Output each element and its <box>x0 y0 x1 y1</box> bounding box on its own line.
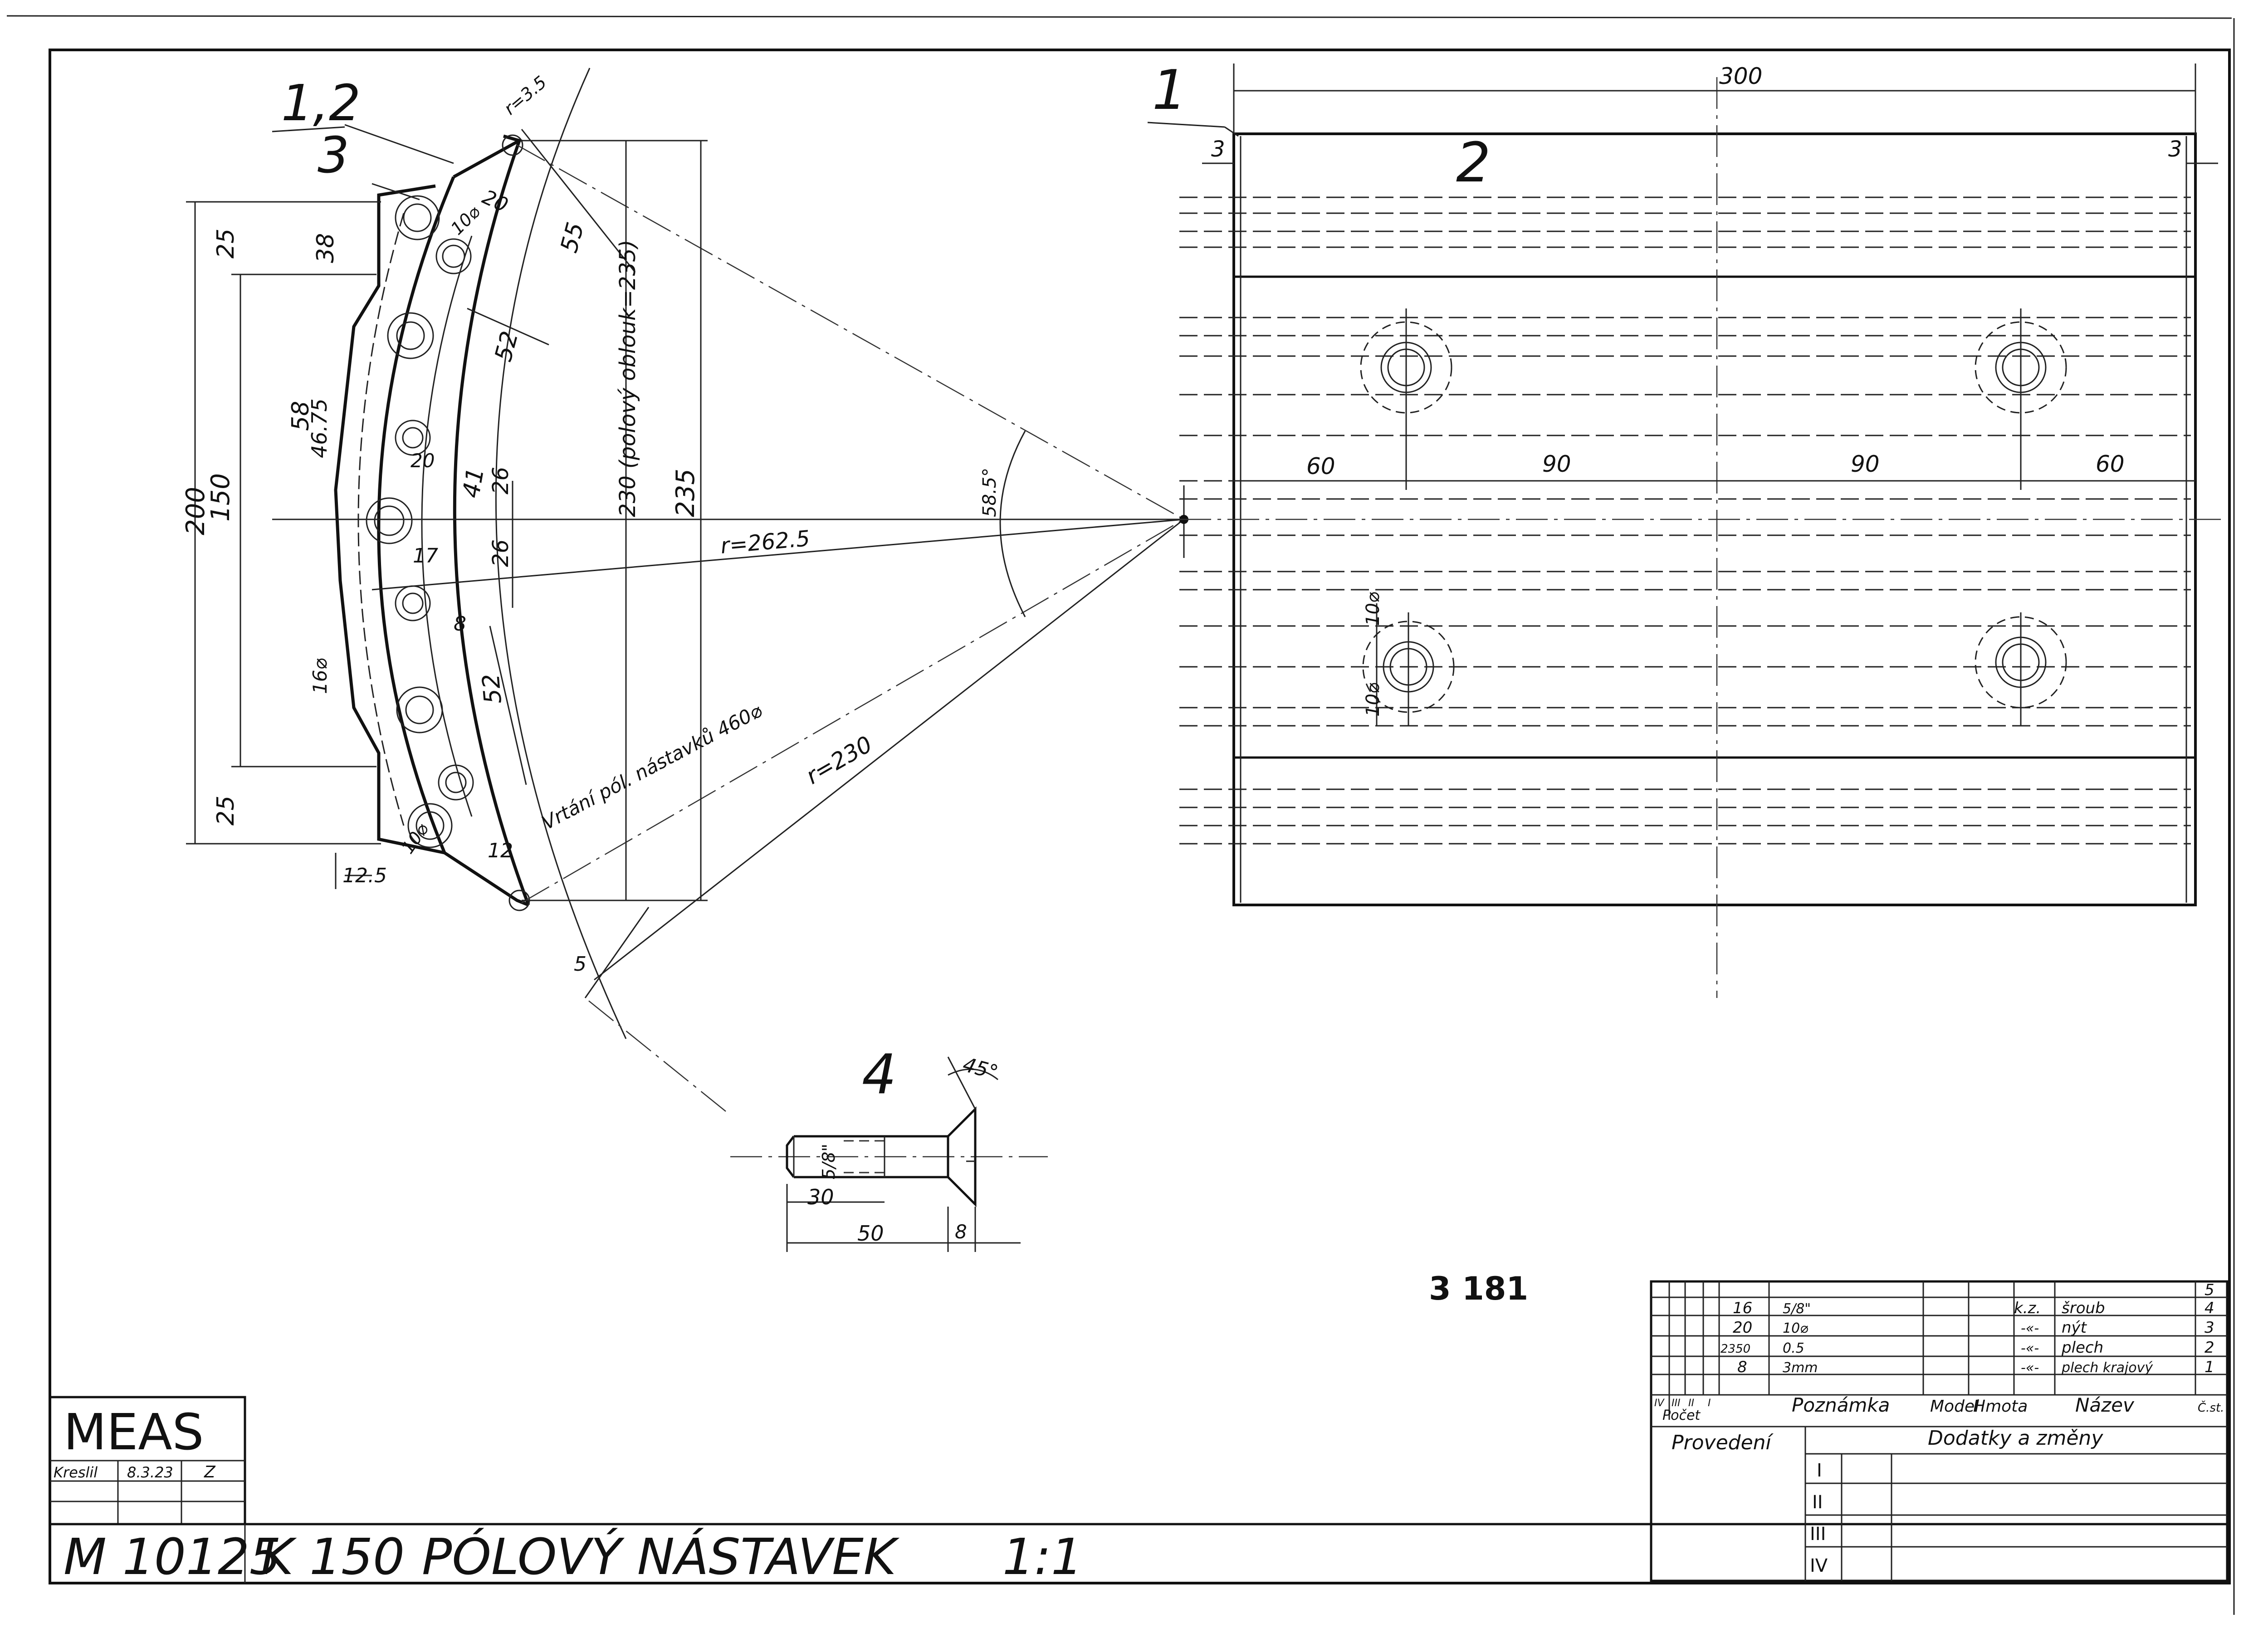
bom-roman-1: I <box>1708 1398 1711 1409</box>
revision-row-3: III <box>1810 1524 1826 1545</box>
bom-row-1-model: k.z. <box>2014 1299 2041 1317</box>
dim-20-hole: 20 <box>411 450 435 472</box>
dim-12-5: 12.5 <box>342 864 387 887</box>
dim-angle-58-5: 58.5° <box>979 468 1000 517</box>
bom-pos-5: 5 <box>2204 1281 2214 1299</box>
bom-row-4-model: -«- <box>2021 1360 2039 1376</box>
dim-12: 12 <box>488 839 513 862</box>
bom-row-3-name: plech <box>2061 1339 2103 1357</box>
dim-16-hole: 16⌀ <box>309 658 331 694</box>
dim-41: 41 <box>458 466 490 500</box>
dim-25-bottom: 25 <box>212 796 240 826</box>
dim-300: 300 <box>1719 63 1762 89</box>
revision-header-version: Provedení <box>1672 1431 1774 1454</box>
dim-46-75: 46.75 <box>307 398 332 458</box>
bom-row-1-pos: 4 <box>2204 1299 2214 1317</box>
part-label-4: 4 <box>862 1043 896 1106</box>
bom-row-4-count: 8 <box>1737 1358 1747 1376</box>
dim-230-arc: 230 (polový oblouk=235) <box>615 240 640 517</box>
bom-header-note: Poznámka <box>1792 1394 1890 1416</box>
drawn-label: Kreslil <box>54 1464 98 1481</box>
dim-17: 17 <box>413 544 438 567</box>
bom-table <box>1650 1280 2229 1582</box>
bom-row-3-note: 0.5 <box>1783 1340 1804 1356</box>
bom-row-2-count: 20 <box>1733 1319 1752 1337</box>
bom-roman-3: III <box>1672 1398 1680 1409</box>
revision-row-2: II <box>1812 1492 1823 1513</box>
screw-detail-view <box>730 1056 1048 1252</box>
pole-piece-plan-view <box>1147 64 2223 998</box>
dim-200: 200 <box>181 487 210 535</box>
bom-row-2-note: 10⌀ <box>1783 1320 1808 1336</box>
dim-thread-5-8: 5/8" <box>819 1144 839 1179</box>
bom-row-4-note: 3mm <box>1783 1360 1818 1376</box>
part-label-3: 3 <box>318 126 349 184</box>
dim-150: 150 <box>206 473 235 522</box>
company-name: MEAS <box>64 1403 204 1461</box>
bom-header-mass: Hmota <box>1973 1397 2028 1416</box>
bom-roman-4: IV <box>1654 1398 1665 1409</box>
bom-roman-2: II <box>1688 1398 1694 1409</box>
dim-90-right: 90 <box>1851 451 1880 477</box>
bom-row-3-pos: 2 <box>2204 1339 2214 1357</box>
drawing-number: M 10125 <box>64 1528 281 1586</box>
pole-piece-section-view <box>186 68 1188 1112</box>
stamp-number: 3 181 <box>1429 1270 1528 1307</box>
part-label-1: 1 <box>1152 59 1187 122</box>
bom-row-2-pos: 3 <box>2204 1319 2214 1337</box>
revision-header-changes: Dodatky a změny <box>1928 1427 2103 1450</box>
bom-row-3-count: 2350 <box>1721 1342 1750 1356</box>
dim-235: 235 <box>671 469 700 517</box>
dim-58: 58 <box>287 401 314 431</box>
drawn-date: 8.3.23 <box>127 1464 173 1481</box>
bom-row-4-pos: 1 <box>2204 1358 2214 1376</box>
revision-row-1: I <box>1817 1460 1822 1481</box>
bom-row-2-name: nýt <box>2062 1319 2087 1337</box>
dim-60-right: 60 <box>2096 451 2125 477</box>
revision-row-4: IV <box>1810 1555 1828 1576</box>
product-type: K 150 <box>261 1528 405 1586</box>
title-block <box>49 1396 2231 1584</box>
bom-header-count: Počet <box>1662 1408 1701 1423</box>
dim-hole-10-lower: 10⌀ <box>1363 683 1383 717</box>
dim-26-lower: 26 <box>488 539 513 567</box>
bom-header-model: Model <box>1930 1397 1979 1416</box>
dim-edge-3-right: 3 <box>2168 137 2182 162</box>
bom-header-pos: Č.st. <box>2198 1400 2224 1415</box>
dim-90-left: 90 <box>1542 451 1571 477</box>
dim-52-lower: 52 <box>477 673 507 705</box>
part-label-1-2: 1,2 <box>281 74 361 132</box>
bom-row-1-note: 5/8" <box>1783 1301 1811 1317</box>
bom-row-1-name: šroub <box>2062 1299 2105 1317</box>
dim-5: 5 <box>574 953 587 976</box>
dim-50: 50 <box>857 1221 884 1246</box>
part-name: PÓLOVÝ NÁSTAVEK <box>422 1527 900 1586</box>
drawn-initials: Z <box>204 1463 216 1481</box>
dim-hole-10-upper: 10⌀ <box>1363 592 1383 626</box>
bom-row-4-name: plech krajový <box>2061 1360 2153 1376</box>
part-label-2: 2 <box>1456 132 1491 195</box>
dim-60-left: 60 <box>1306 453 1335 479</box>
dim-8: 8 <box>454 612 466 636</box>
dim-38: 38 <box>312 233 339 263</box>
dim-26-upper: 26 <box>488 467 513 494</box>
dim-25-top: 25 <box>212 229 240 259</box>
bom-row-2-model: -«- <box>2021 1320 2039 1336</box>
bom-row-1-count: 16 <box>1733 1299 1752 1317</box>
dim-8-head: 8 <box>955 1221 967 1243</box>
dim-30: 30 <box>807 1185 834 1209</box>
bom-header-name: Název <box>2075 1394 2135 1416</box>
bom-row-3-model: -«- <box>2021 1340 2039 1356</box>
drawing-scale: 1:1 <box>1002 1528 1083 1586</box>
dim-edge-3-left: 3 <box>1211 137 1225 162</box>
